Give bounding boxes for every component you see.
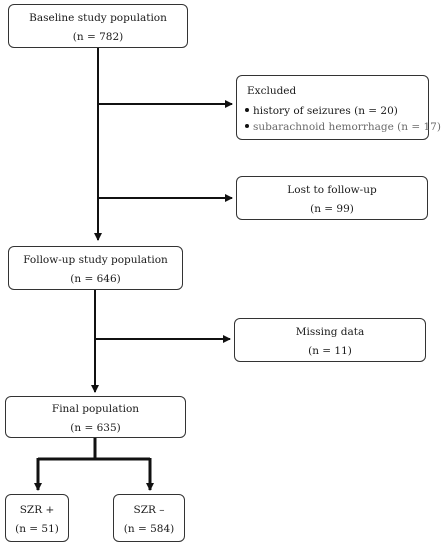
excluded-item-label: subarachnoid hemorrhage (n = 17) (253, 121, 441, 133)
baseline-count: (n = 782) (72, 31, 124, 43)
missing-title: Missing data (295, 326, 365, 338)
lost-count: (n = 99) (310, 203, 354, 215)
szr-neg-count: (n = 584) (123, 523, 175, 535)
followup-title: Follow-up study population (23, 254, 168, 266)
bullet-icon (245, 124, 249, 128)
bullet-icon (245, 108, 249, 112)
szr-pos-count: (n = 51) (15, 523, 59, 535)
lost-box: Lost to follow-up (n = 99) (236, 176, 428, 220)
szr-neg-title: SZR – (133, 504, 165, 516)
final-count: (n = 635) (70, 422, 121, 434)
lost-title: Lost to follow-up (287, 184, 377, 196)
baseline-box: Baseline study population (n = 782) (8, 4, 188, 48)
followup-count: (n = 646) (70, 273, 121, 285)
baseline-title: Baseline study population (29, 12, 167, 24)
szr-pos-box: SZR + (n = 51) (5, 494, 69, 542)
missing-count: (n = 11) (308, 345, 352, 357)
excluded-item-seizures: history of seizures (n = 20) (245, 105, 398, 118)
excluded-item-label: history of seizures (n = 20) (253, 105, 398, 117)
final-box: Final population (n = 635) (5, 396, 186, 438)
excluded-box: Excluded history of seizures (n = 20) su… (236, 75, 441, 140)
excluded-item-hemorrhage: subarachnoid hemorrhage (n = 17) (245, 121, 441, 134)
excluded-title: Excluded (247, 85, 297, 97)
final-title: Final population (51, 403, 140, 415)
followup-box: Follow-up study population (n = 646) (8, 246, 183, 290)
missing-box: Missing data (n = 11) (234, 318, 426, 362)
szr-pos-title: SZR + (19, 504, 55, 516)
szr-neg-box: SZR – (n = 584) (113, 494, 185, 542)
